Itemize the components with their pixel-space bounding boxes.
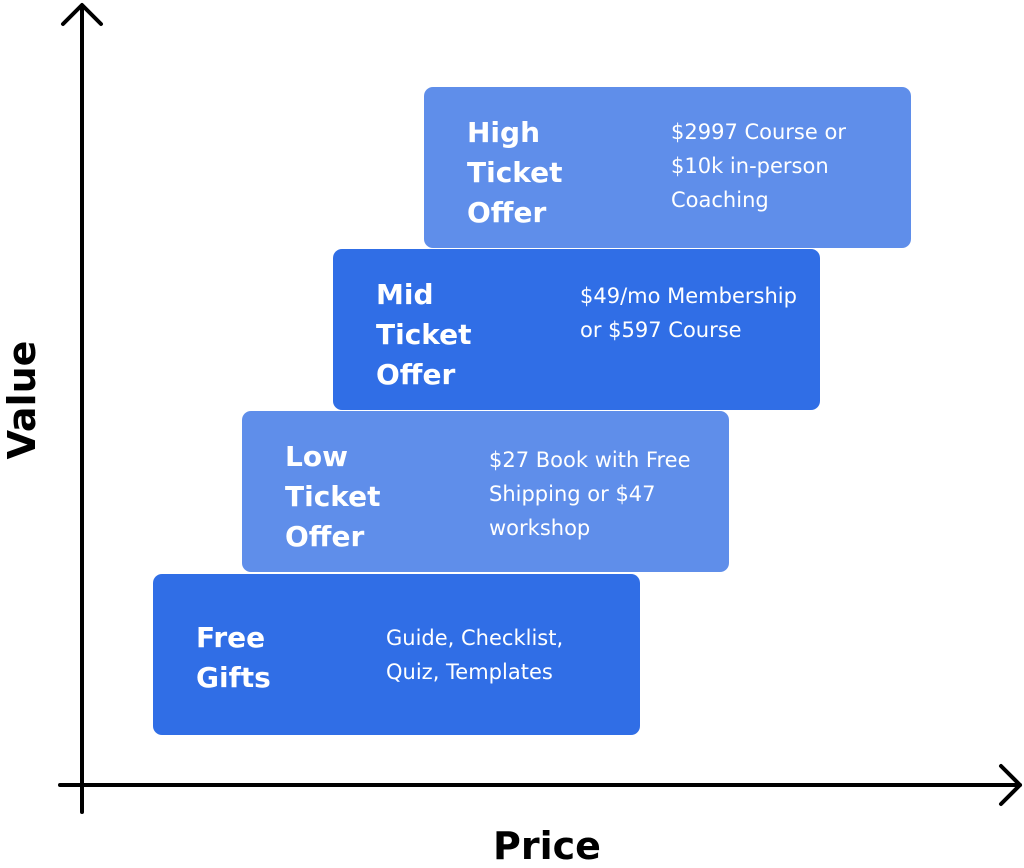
tier-description: $2997 Course or $10k in-person Coaching [671,120,846,212]
tier-free-gifts: Free Gifts Guide, Checklist, Quiz, Templ… [153,574,640,735]
x-axis-label: Price [493,824,601,868]
tier-description: $27 Book with Free Shipping or $47 works… [489,448,691,540]
tier-low-ticket: Low Ticket Offer $27 Book with Free Ship… [242,411,729,572]
y-axis-arrow-icon [61,3,103,26]
tier-high-ticket: High Ticket Offer $2997 Course or $10k i… [424,87,911,248]
tier-mid-ticket: Mid Ticket Offer $49/mo Membership or $5… [333,249,820,410]
tier-description: Guide, Checklist, Quiz, Templates [386,626,564,684]
tier-title: Free Gifts [196,621,271,694]
tier-title: Low Ticket Offer [285,440,381,553]
y-axis-label: Value [0,340,44,460]
tier-title: High Ticket Offer [467,116,563,229]
tier-description: $49/mo Membership or $597 Course [580,284,797,342]
tier-title: Mid Ticket Offer [376,278,472,391]
x-axis-arrow-icon [999,764,1022,806]
